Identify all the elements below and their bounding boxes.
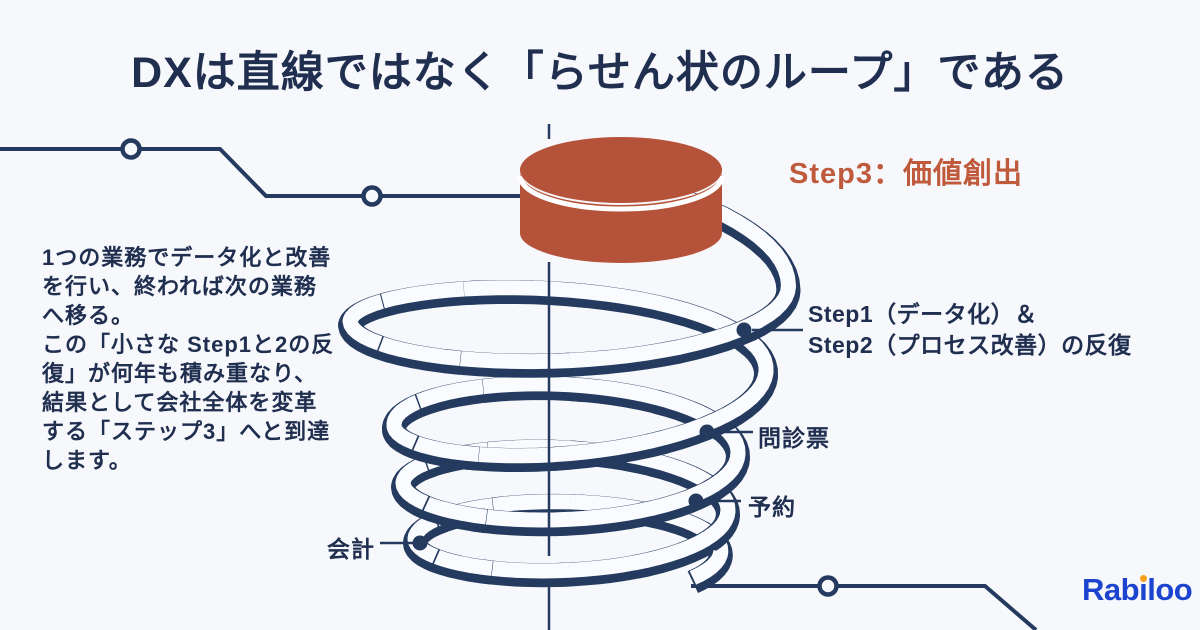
label-connectors (380, 328, 803, 545)
label-dots (412, 322, 752, 551)
circuit-node-icon (361, 185, 383, 207)
circuit-line-top-left (0, 147, 521, 198)
logo-i-dot-icon (1139, 575, 1147, 582)
value-cylinder (517, 137, 725, 263)
page-title: DXは直線ではなく「らせん状のループ」である (131, 49, 1069, 97)
logo-text-post: loo (1147, 572, 1193, 607)
step12-label-line2: Step2（プロセス改善）の反復 (808, 332, 1132, 358)
logo-i-letter: ı (1139, 572, 1148, 607)
step12-label: Step1（データ化）＆ Step2（プロセス改善）の反復 (808, 299, 1132, 361)
cylinder-body (520, 172, 722, 263)
dot-questionnaire (699, 424, 715, 440)
cylinder-separator (517, 175, 725, 212)
cylinder-top-face (520, 137, 722, 203)
dot-reservation (688, 493, 704, 509)
dot-step12 (736, 322, 752, 338)
loop-label-reservation: 予約 (748, 494, 796, 520)
step3-label: Step3：価値創出 (789, 158, 1023, 190)
description-text: 1つの業務でデータ化と改善 を行い、終われば次の業務 へ移る。 この「小さな S… (42, 245, 335, 473)
circuit-line-bottom-right (691, 584, 1038, 630)
dot-accounting (412, 535, 428, 551)
loop-label-questionnaire: 問診票 (758, 425, 830, 451)
loop-label-accounting: 会計 (327, 536, 375, 562)
circuit-node-icon (817, 575, 839, 597)
circuit-node-icon (120, 138, 142, 160)
logo-text-pre: Rab (1082, 572, 1140, 607)
step12-label-line1: Step1（データ化）＆ (808, 301, 1038, 327)
